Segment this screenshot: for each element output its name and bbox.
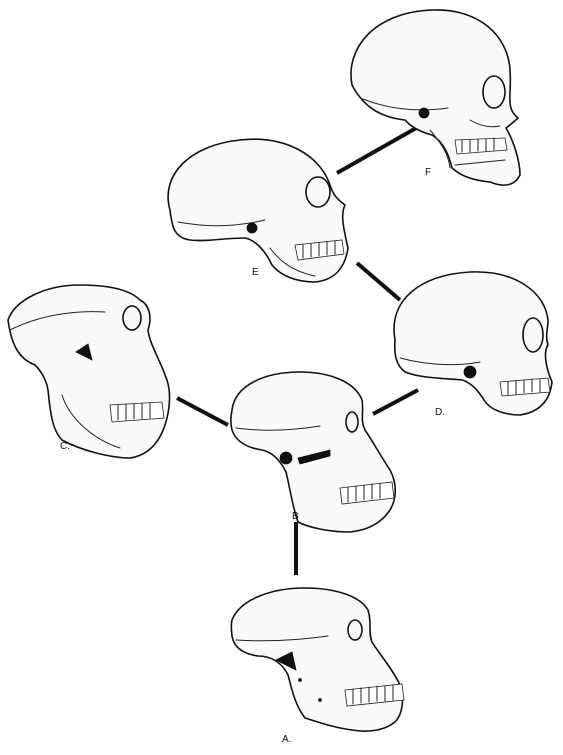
label-a: A. xyxy=(282,735,291,745)
skull-f xyxy=(351,10,520,185)
label-d: D. xyxy=(435,408,445,418)
skull-c xyxy=(8,285,170,458)
connector-b-c xyxy=(177,398,228,425)
skull-e xyxy=(168,139,348,282)
skull-a xyxy=(231,588,404,731)
label-e: E xyxy=(252,268,259,278)
label-b: B xyxy=(292,512,299,522)
connector-b-d xyxy=(373,390,418,414)
connector-d-e xyxy=(357,263,400,300)
label-f: F xyxy=(425,168,431,178)
connector-e-f xyxy=(337,127,418,173)
skull-d xyxy=(394,272,552,415)
skull-b xyxy=(231,372,395,532)
label-c: C. xyxy=(60,442,70,452)
